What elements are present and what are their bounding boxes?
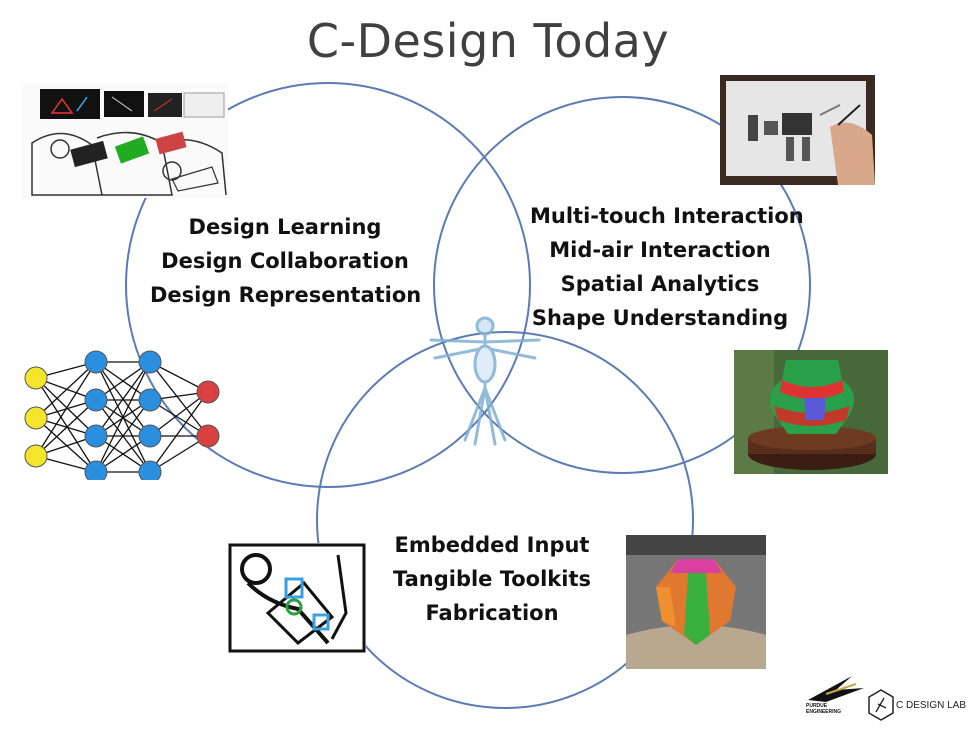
collaboration-sketch-image xyxy=(22,83,228,198)
fabrication-image xyxy=(626,535,766,669)
c-design-lab-logo-text: C DESIGN LAB xyxy=(896,700,967,711)
pottery-shape-image xyxy=(734,350,888,474)
label-line: Multi-touch Interaction xyxy=(530,204,804,228)
purdue-line1: PURDUE xyxy=(806,703,828,709)
circle-label-learning: Design Learning Design Collaboration Des… xyxy=(150,210,422,312)
circle-label-interaction: Multi-touch Interaction Mid-air Interact… xyxy=(530,199,804,335)
purdue-logo-text: PURDUE ENGINEERING xyxy=(806,703,866,715)
vitruvian-figure-icon xyxy=(429,316,541,446)
venn-circle-interaction xyxy=(433,96,811,474)
purdue-logo-icon xyxy=(808,676,864,702)
venn-circle-fabrication xyxy=(316,331,694,709)
c-design-lab-logo-icon xyxy=(868,689,894,721)
venn-circle-learning xyxy=(125,82,531,488)
label-line: Spatial Analytics xyxy=(560,272,760,296)
neural-network-icon xyxy=(24,350,220,480)
label-line: Fabrication xyxy=(425,601,559,625)
purdue-line2: ENGINEERING xyxy=(806,709,842,715)
label-line: Design Learning xyxy=(188,215,382,239)
label-line: Embedded Input xyxy=(394,533,590,557)
label-line: Mid-air Interaction xyxy=(549,238,771,262)
label-line: Design Collaboration xyxy=(161,249,409,273)
circle-label-fabrication: Embedded Input Tangible Toolkits Fabrica… xyxy=(372,528,612,630)
label-line: Tangible Toolkits xyxy=(392,567,592,591)
label-line: Shape Understanding xyxy=(531,306,789,330)
tablet-sketch-image xyxy=(720,75,875,185)
label-line: Design Representation xyxy=(150,283,422,307)
slide-title: C-Design Today xyxy=(306,14,670,68)
drawing-sketch-image xyxy=(228,543,366,653)
